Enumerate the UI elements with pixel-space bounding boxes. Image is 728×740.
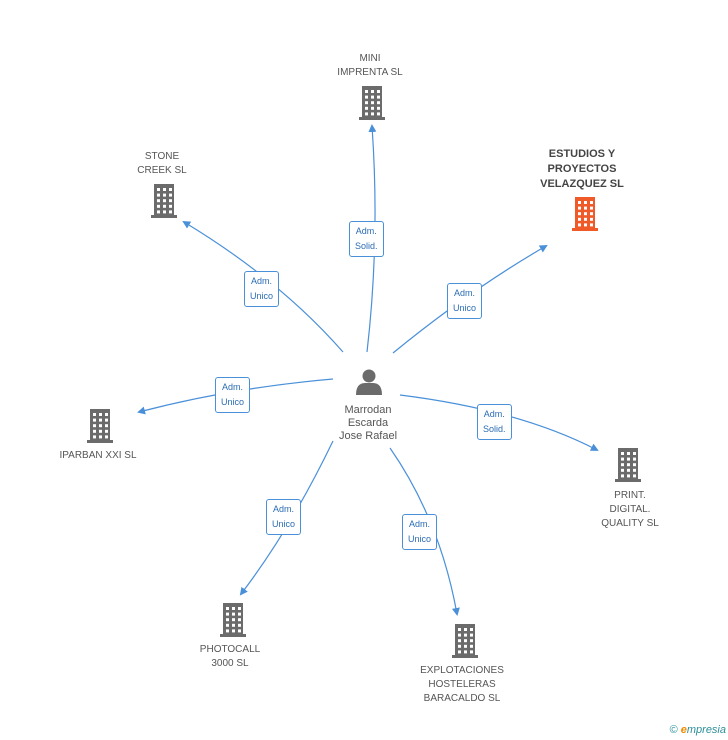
edge-label-line1: Adm. [273, 504, 295, 514]
edge-label-print-digital[interactable]: Adm. Solid. [477, 404, 512, 440]
building-icon-stone-creek[interactable] [151, 184, 177, 218]
edge-label-line2: Solid. [483, 424, 506, 434]
edge-label-line1: Adm. [454, 288, 476, 298]
building-icon-estudios-proyectos[interactable] [572, 197, 598, 231]
edge-label-line2: Unico [272, 519, 296, 529]
person-name-line2: Escarda [347, 417, 389, 429]
company-label-mini-imprenta[interactable]: MINI IMPRENTA SL [337, 53, 403, 78]
company-label-photocall[interactable]: PHOTOCALL 3000 SL [199, 644, 261, 669]
edge-label-line1: Adm. [222, 382, 244, 392]
person-icon[interactable] [356, 369, 382, 396]
edge-label-line2: Unico [250, 291, 274, 301]
person-name-line3: Jose Rafael [338, 430, 398, 442]
edge-label-line1: Adm. [483, 409, 505, 419]
edge-label-line1: Adm. [355, 226, 377, 236]
building-icon-print-digital[interactable] [615, 448, 641, 482]
company-label-print-digital[interactable]: PRINT. DIGITAL. QUALITY SL [601, 490, 659, 529]
edge-label-photocall[interactable]: Adm. Unico [266, 499, 302, 535]
footer-brand[interactable]: © empresia [670, 724, 726, 736]
edge-label-iparban[interactable]: Adm. Unico [215, 377, 251, 413]
nodes-layer [87, 86, 641, 658]
company-label-estudios-proyectos[interactable]: ESTUDIOS Y PROYECTOS VELAZQUEZ SL [540, 148, 624, 190]
company-label-stone-creek[interactable]: STONE CREEK SL [137, 151, 187, 176]
copyright-icon: © [669, 724, 678, 736]
building-icon-iparban[interactable] [87, 409, 113, 443]
building-icon-mini-imprenta[interactable] [359, 86, 385, 120]
edge-label-estudios-proyectos[interactable]: Adm. Unico [447, 283, 483, 319]
edge-label-stone-creek[interactable]: Adm. Unico [244, 271, 280, 307]
edge-label-line2: Unico [453, 303, 477, 313]
building-icon-explotaciones[interactable] [452, 624, 478, 658]
brand-logo-e: e [680, 724, 687, 736]
person-name[interactable]: Marrodan Escarda Jose Rafael [339, 404, 397, 443]
edge-label-mini-imprenta[interactable]: Adm. Solid. [349, 221, 384, 257]
edge-label-line2: Solid. [355, 241, 378, 251]
company-label-iparban[interactable]: IPARBAN XXI SL [59, 450, 137, 461]
edge-label-explotaciones[interactable]: Adm. Unico [402, 514, 438, 550]
person-name-line1: Marrodan [344, 404, 392, 416]
edge-label-line1: Adm. [409, 519, 431, 529]
brand-name: mpresia [686, 724, 726, 736]
edge-label-line2: Unico [408, 534, 432, 544]
edge-label-line1: Adm. [251, 276, 273, 286]
edge-label-line2: Unico [221, 397, 245, 407]
building-icon-photocall[interactable] [220, 603, 246, 637]
company-label-explotaciones[interactable]: EXPLOTACIONES HOSTELERAS BARACALDO SL [420, 665, 504, 704]
